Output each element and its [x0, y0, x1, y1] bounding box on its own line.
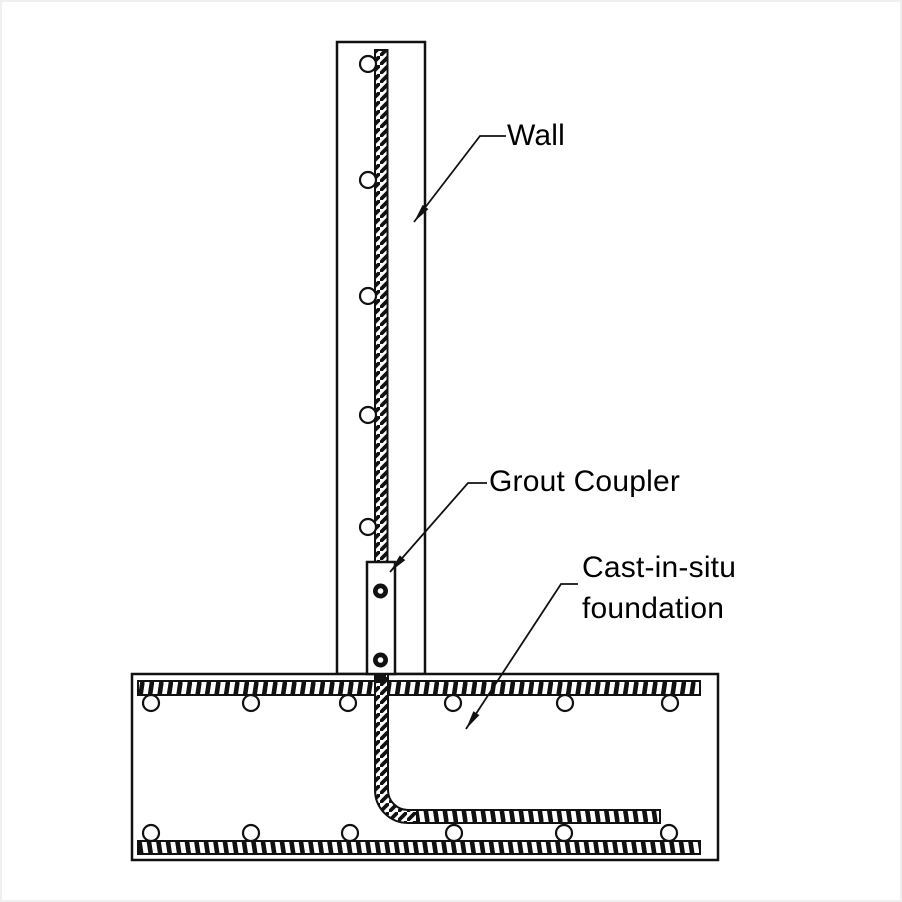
coupler-port-top: [373, 583, 388, 599]
grout-coupler-body: [365, 560, 397, 676]
grout-coupler-label: Grout Coupler: [489, 465, 681, 498]
foundation-label-line1: Cast-in-situ: [582, 551, 737, 584]
foundation-outline: [130, 672, 720, 862]
wall-stirrup-circles: [358, 54, 378, 537]
wall-label: Wall: [507, 119, 566, 152]
foundation-label: Cast-in-situ foundation: [582, 547, 736, 629]
foundation-label-line2: foundation: [582, 592, 725, 625]
wall-leader-line: [413, 135, 506, 223]
foundation-bottom-rebar: [137, 840, 701, 855]
foundation-starter-bar: [374, 668, 661, 824]
coupler-port-bottom: [373, 652, 388, 668]
wall-rebar: [374, 49, 389, 564]
foundation-bottom-bar-circles: [141, 823, 679, 843]
foundation-top-bar-circles: [141, 693, 680, 713]
grout-coupler-leader-line: [389, 482, 487, 573]
foundation-top-rebar: [137, 680, 701, 696]
foundation-leader-line: [465, 583, 578, 730]
